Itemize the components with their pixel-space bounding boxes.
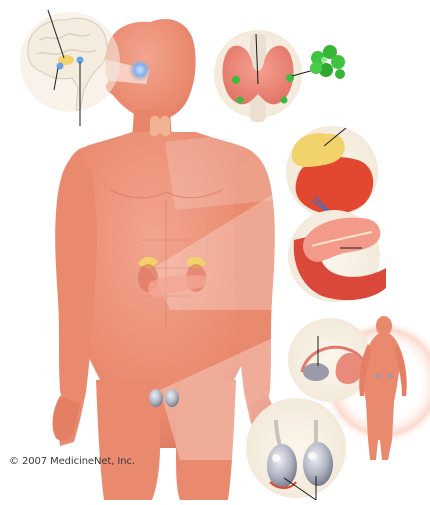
testis-right <box>303 442 333 486</box>
brain-inset <box>20 9 120 126</box>
testes-inset <box>246 398 346 501</box>
hypothalamus <box>58 55 74 65</box>
right-arm <box>233 152 275 446</box>
testis-red-base <box>269 481 297 489</box>
testis-right-highlight <box>308 452 316 460</box>
leader-line-pituitary <box>53 67 59 91</box>
leader-line-testis-left <box>283 477 317 501</box>
female-figure <box>359 316 407 460</box>
spermatic-cord-left <box>274 419 282 447</box>
testis-left <box>267 444 297 488</box>
uterus <box>335 353 364 384</box>
body-pancreas <box>148 275 207 298</box>
thyroid-inset <box>214 30 345 122</box>
parathyroid-1 <box>232 76 240 84</box>
body-testis-left <box>149 389 163 407</box>
leader-line-parathyroid <box>291 69 315 77</box>
ovary <box>303 363 329 381</box>
parathyroid-3 <box>236 96 244 104</box>
left-arm <box>55 152 97 446</box>
human-body-figure <box>52 18 290 500</box>
pancreatic-duct <box>311 231 373 247</box>
brain-folds <box>35 33 97 55</box>
adrenal-gland <box>291 133 345 168</box>
right-leg <box>176 380 236 500</box>
chest-line <box>109 189 223 199</box>
ovary-inset <box>288 316 430 460</box>
parathyroid-4 <box>280 96 288 104</box>
left-leg <box>96 380 160 500</box>
pituitary-glow <box>128 58 152 82</box>
testis-left-highlight <box>272 454 280 462</box>
pancreas <box>302 217 381 262</box>
pineal-gland <box>76 56 84 64</box>
pancreas-inset <box>288 210 386 302</box>
light-wedge-1 <box>165 130 275 210</box>
leader-line-adrenal <box>323 127 347 147</box>
parathyroid-2 <box>286 74 294 82</box>
copyright-notice: © 2007 MedicineNet, Inc. <box>9 456 135 467</box>
parathyroid-cluster-detail <box>310 45 345 79</box>
adrenal-inset <box>286 126 378 218</box>
leader-line-thyroid <box>255 33 259 85</box>
left-hand <box>52 396 80 441</box>
body-testis-right <box>165 389 179 407</box>
pituitary-gland <box>56 62 64 70</box>
kidney <box>295 156 374 215</box>
body-thyroid <box>150 115 170 137</box>
leader-line-hypothalamus <box>47 9 65 59</box>
